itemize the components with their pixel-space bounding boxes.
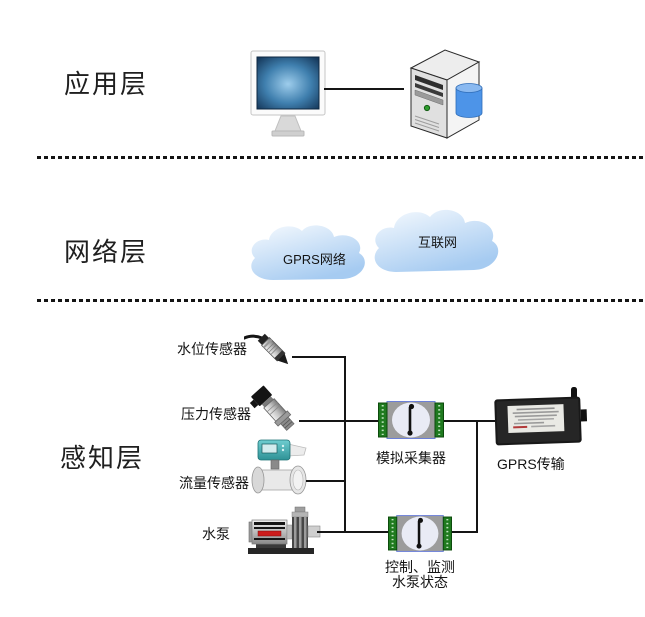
water-level-sensor-label: 水位传感器 bbox=[177, 341, 247, 357]
pump-connector bbox=[317, 531, 391, 533]
internet-cloud-icon bbox=[366, 198, 512, 280]
pump-control-label-line2: 水泵状态 bbox=[392, 574, 448, 590]
pressure-connector bbox=[299, 420, 381, 422]
gprs-cloud-label: GPRS网络 bbox=[283, 252, 346, 267]
level-probe-icon bbox=[244, 320, 304, 380]
gprs-transmitter-label: GPRS传输 bbox=[497, 456, 565, 472]
control-module-connector bbox=[450, 531, 478, 533]
monitor-server-connector bbox=[324, 88, 404, 90]
server-icon bbox=[399, 42, 489, 142]
water-pump-label: 水泵 bbox=[202, 526, 230, 542]
sensor-bus-line bbox=[344, 356, 346, 533]
pump-control-label: 控制、监测 水泵状态 bbox=[375, 560, 465, 590]
pressure-sensor-label: 压力传感器 bbox=[181, 406, 251, 422]
flow-sensor-label: 流量传感器 bbox=[179, 475, 249, 491]
pump-icon bbox=[246, 505, 322, 555]
gprs-cloud-icon bbox=[242, 218, 382, 286]
pump-control-label-line1: 控制、监测 bbox=[385, 559, 455, 575]
water-level-connector bbox=[292, 356, 346, 358]
perception-layer-label: 感知层 bbox=[60, 444, 145, 473]
separator-application-network bbox=[37, 156, 645, 159]
monitor-icon bbox=[250, 50, 326, 138]
application-layer-label: 应用层 bbox=[64, 70, 149, 99]
electromagnetic-flowmeter-icon bbox=[246, 436, 312, 498]
control-branch-line bbox=[476, 420, 478, 533]
gprs-modem-icon bbox=[493, 385, 591, 449]
pump-control-module-icon bbox=[388, 515, 452, 552]
pressure-transmitter-icon bbox=[246, 382, 304, 440]
analog-collector-module-icon bbox=[378, 401, 444, 439]
flow-connector bbox=[306, 480, 346, 482]
separator-network-perception bbox=[37, 299, 645, 302]
network-layer-label: 网络层 bbox=[64, 238, 149, 267]
analog-collector-label: 模拟采集器 bbox=[376, 450, 446, 466]
collector-gprs-connector bbox=[443, 420, 497, 422]
internet-cloud-label: 互联网 bbox=[418, 235, 458, 250]
